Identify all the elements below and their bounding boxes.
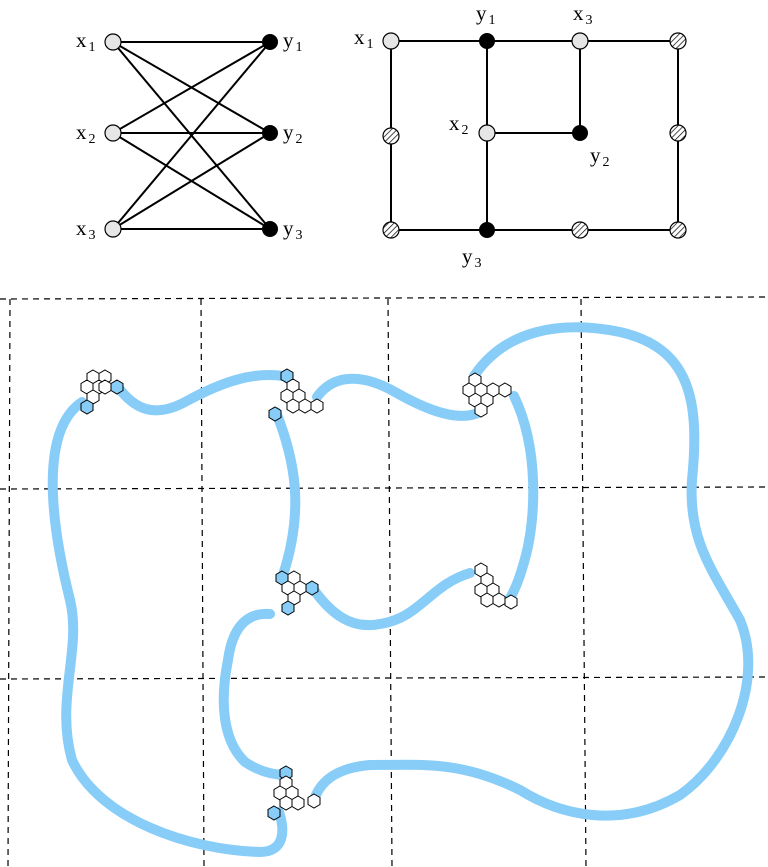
- grid-node-x1: [382, 32, 400, 50]
- strand-mid-right: [505, 391, 539, 603]
- strand-left-inner: [271, 407, 301, 583]
- grid-line-v-1: [7, 298, 11, 867]
- grid-node-hatched-tr: [669, 32, 687, 50]
- hex-clusters: [80, 368, 518, 821]
- strand-mid-link: [309, 568, 475, 631]
- edge-x3-y2: [112, 132, 271, 230]
- grid-line-h-top: [0, 296, 768, 300]
- edge-x2-y1: [112, 41, 271, 134]
- grid-node-hatched-l: [382, 127, 400, 145]
- grid-line-v-4: [580, 298, 587, 867]
- node-y3: [262, 221, 278, 237]
- edge-x3-y1: [112, 41, 271, 230]
- grid-node-hatched-bl: [382, 221, 400, 239]
- grid-node-y1: [479, 33, 495, 49]
- grid-node-y3: [479, 222, 495, 238]
- strand-inner-loop: [218, 608, 291, 780]
- grid-node-hatched-b: [571, 221, 589, 239]
- grid-line-h-mid: [0, 486, 768, 490]
- hex-cluster-3: [462, 372, 512, 418]
- hex-cluster-4: [275, 570, 319, 616]
- hex-cluster-5: [474, 562, 518, 610]
- grid-line-v-2: [200, 298, 205, 867]
- strands: [47, 322, 754, 857]
- grid-line-v-3: [387, 298, 393, 867]
- node-y1: [262, 34, 278, 50]
- grid-node-hatched-r: [669, 124, 687, 142]
- bipartite-edges: [112, 41, 271, 230]
- strand-top-link-2: [312, 373, 485, 421]
- grid-edges: [390, 40, 679, 231]
- tile-grid: [0, 296, 768, 867]
- hex-cluster-2: [268, 368, 324, 422]
- grid-node-y2: [572, 125, 588, 141]
- grid-line-h-low: [0, 676, 768, 680]
- strand-outer-left: [47, 397, 288, 857]
- node-x3: [104, 220, 122, 238]
- node-x2: [104, 124, 122, 142]
- grid-node-x3: [571, 32, 589, 50]
- strand-right-big: [309, 322, 754, 821]
- node-y2: [262, 125, 278, 141]
- grid-outer-frame: [390, 40, 679, 231]
- hex-cluster-6: [267, 765, 321, 821]
- grid-node-x2: [478, 124, 496, 142]
- hex-cluster-1: [80, 369, 124, 415]
- node-x1: [104, 33, 122, 51]
- grid-node-hatched-br: [669, 221, 687, 239]
- strand-top-link-1: [113, 370, 288, 416]
